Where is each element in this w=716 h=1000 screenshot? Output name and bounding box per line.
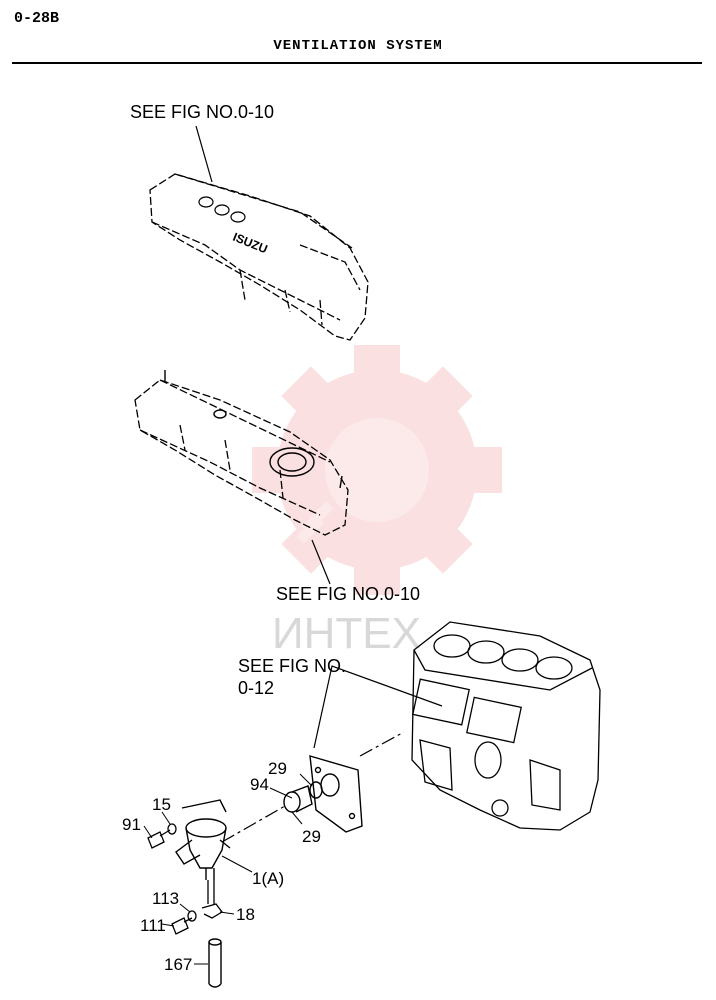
bolt-111 bbox=[171, 917, 193, 935]
bolt-91 bbox=[147, 829, 171, 849]
part-label-15: 15 bbox=[152, 795, 171, 814]
leader-top-cover bbox=[195, 125, 213, 183]
cylinder-block bbox=[411, 621, 601, 831]
leader-18 bbox=[219, 911, 235, 915]
lower-rocker-cover bbox=[134, 379, 349, 536]
centerline-fitting bbox=[221, 805, 286, 843]
title-rule bbox=[12, 62, 702, 64]
part-label-91: 91 bbox=[122, 815, 141, 834]
filler-neck bbox=[164, 370, 343, 489]
cover-oil-holes bbox=[198, 196, 246, 223]
leader-113 bbox=[179, 903, 191, 913]
part-label-29-top: 29 bbox=[268, 759, 287, 778]
leader-29-top bbox=[299, 773, 313, 787]
ref-block-line1: SEE FIG NO. bbox=[238, 656, 346, 676]
part-label-18: 18 bbox=[236, 905, 255, 924]
watermark-gear-icon bbox=[252, 345, 502, 595]
part-label-1a: 1(A) bbox=[252, 869, 284, 888]
leader-15 bbox=[161, 811, 171, 825]
part-label-94: 94 bbox=[250, 775, 269, 794]
cover-logo-text: ISUZU bbox=[231, 230, 270, 256]
part-label-113: 113 bbox=[152, 889, 179, 908]
part-label-29-bottom: 29 bbox=[302, 827, 321, 846]
ref-lower-cover: SEE FIG NO.0-10 bbox=[276, 584, 420, 604]
clip-18 bbox=[201, 880, 223, 919]
page-code: 0-28B bbox=[14, 10, 60, 27]
leader-1a bbox=[221, 855, 253, 873]
leader-lower-cover bbox=[311, 539, 331, 585]
hose-167 bbox=[208, 938, 222, 988]
page-title: VENTILATION SYSTEM bbox=[273, 38, 443, 54]
centerline-breather bbox=[359, 731, 405, 757]
ref-top-cover: SEE FIG NO.0-10 bbox=[130, 102, 274, 122]
leader-94 bbox=[269, 787, 293, 799]
watermark-text: ИНТЕХ bbox=[272, 609, 421, 658]
washer-15 bbox=[167, 823, 177, 835]
side-cover-plate bbox=[309, 755, 363, 833]
part-label-167: 167 bbox=[164, 955, 192, 974]
washer-113 bbox=[187, 910, 197, 922]
oil-separator-body bbox=[175, 799, 231, 880]
leader-29-bottom bbox=[291, 811, 303, 825]
leader-91 bbox=[143, 825, 153, 839]
ref-block-line2: 0-12 bbox=[238, 678, 274, 698]
leader-111 bbox=[161, 923, 175, 927]
leader-block bbox=[313, 665, 443, 749]
upper-rocker-cover bbox=[149, 173, 369, 341]
part-label-111: 111 bbox=[140, 916, 166, 935]
